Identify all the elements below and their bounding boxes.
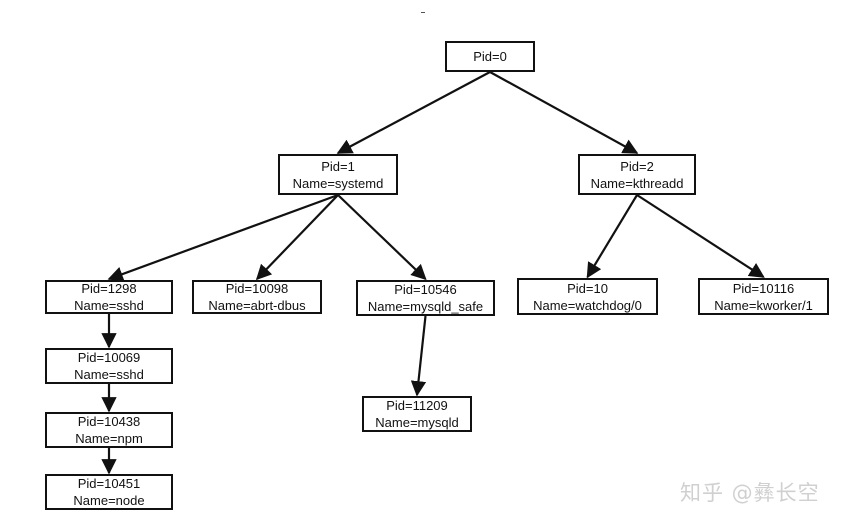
node-name-label: Name=node (73, 493, 145, 508)
node-pid-label: Pid=2 (620, 158, 654, 174)
edge-n2-to-n10116 (636, 194, 765, 278)
edge-n1-to-n10546 (337, 194, 427, 281)
node-pid-label: Pid=1298 (81, 281, 137, 296)
node-name-label: Name=mysqld_safe (367, 299, 484, 314)
zhihu-watermark: 知乎 @彝长空 (680, 481, 820, 505)
node-pid-11209: Pid=11209 Name=mysqld (362, 396, 472, 432)
node-pid-label: Pid=10098 (225, 281, 289, 296)
node-name-label: Name=npm (75, 431, 143, 446)
node-pid-2: Pid=2 Name=kthreadd (578, 154, 696, 195)
node-pid-10: Pid=10 Name=watchdog/0 (517, 278, 658, 315)
node-pid-label: Pid=0 (473, 49, 507, 64)
node-pid-0: Pid=0 (445, 41, 535, 72)
node-pid-10116: Pid=10116 Name=kworker/1 (698, 278, 829, 315)
node-pid-label: Pid=10116 (732, 280, 795, 296)
node-name-label: Name=sshd (74, 298, 144, 313)
node-name-label: Name=systemd (292, 175, 384, 191)
node-pid-label: Pid=11209 (386, 398, 448, 413)
node-pid-10069: Pid=10069 Name=sshd (45, 348, 173, 384)
node-name-label: Name=sshd (74, 367, 144, 382)
node-pid-label: Pid=10438 (77, 414, 141, 429)
edge-n10546-to-n11209 (410, 315, 427, 397)
node-pid-10438: Pid=10438 Name=npm (45, 412, 173, 448)
node-pid-label: Pid=10451 (77, 476, 141, 491)
node-name-label: Name=watchdog/0 (533, 297, 642, 313)
edge-n0-to-n1 (336, 71, 491, 154)
node-pid-10451: Pid=10451 Name=node (45, 474, 173, 510)
node-pid-label: Pid=10069 (77, 350, 141, 365)
node-pid-label: Pid=1 (321, 158, 355, 174)
node-name-label: Name=kthreadd (590, 175, 684, 191)
node-pid-label: Pid=10 (567, 280, 608, 296)
node-pid-label: Pid=10546 (394, 282, 457, 297)
edge-n1-to-n1298 (107, 193, 339, 282)
node-name-label: Name=abrt-dbus (208, 298, 306, 313)
node-name-label: Name=kworker/1 (714, 297, 813, 313)
node-pid-10546: Pid=10546 Name=mysqld_safe (356, 280, 495, 316)
edge-n1-to-n10098 (255, 194, 339, 281)
top-dash-mark (421, 12, 425, 13)
node-pid-1298: Pid=1298 Name=sshd (45, 280, 173, 314)
edge-n2-to-n10 (586, 194, 638, 279)
node-name-label: Name=mysqld (375, 415, 459, 430)
node-pid-1: Pid=1 Name=systemd (278, 154, 398, 195)
edge-n0-to-n2 (489, 71, 639, 154)
node-pid-10098: Pid=10098 Name=abrt-dbus (192, 280, 322, 314)
